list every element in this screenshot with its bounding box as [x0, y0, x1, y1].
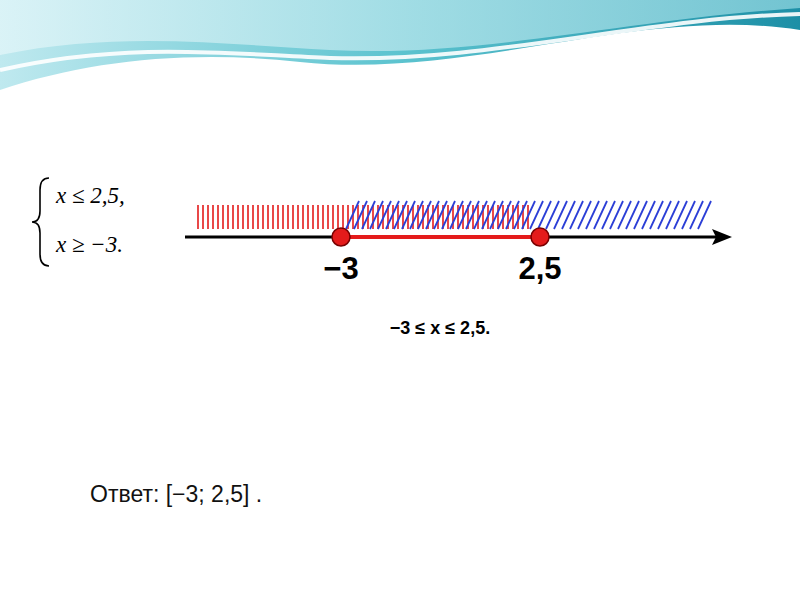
axis-arrowhead — [712, 229, 732, 245]
number-line-axis — [185, 236, 718, 239]
hatch-line — [327, 205, 329, 229]
hatch-line — [426, 201, 439, 229]
hatch-line — [252, 205, 254, 229]
hatch-line — [397, 205, 399, 229]
hatch-line — [277, 205, 279, 229]
hatch-line — [418, 201, 431, 229]
hatch-line — [634, 201, 647, 229]
hatch-line — [434, 201, 447, 229]
hatch-line — [378, 201, 391, 229]
hatch-line — [498, 201, 511, 229]
header-wave-light — [0, 0, 800, 55]
hatch-line — [450, 201, 463, 229]
hatch-line — [222, 205, 224, 229]
hatch-line — [610, 201, 623, 229]
hatch-line — [227, 205, 229, 229]
hatch-line — [554, 201, 567, 229]
solution-inequality: −3 ≤ x ≤ 2,5. — [390, 319, 490, 339]
hatch-line — [602, 201, 615, 229]
hatch-line — [386, 201, 399, 229]
hatch-line — [442, 201, 455, 229]
hatch-line — [506, 201, 519, 229]
hatch-line — [362, 201, 375, 229]
hatch-line — [332, 205, 334, 229]
system-brace — [32, 178, 49, 266]
hatch-line — [202, 205, 204, 229]
hatch-line — [322, 205, 324, 229]
axis-value: −3 — [323, 252, 358, 286]
hatch-line — [410, 201, 423, 229]
hatch-line — [546, 201, 559, 229]
hatch-line — [207, 205, 209, 229]
hatch-line — [674, 201, 687, 229]
hatch-line — [626, 201, 639, 229]
hatch-line — [618, 201, 631, 229]
hatch-line — [287, 205, 289, 229]
hatch-line — [530, 201, 543, 229]
hatch-line — [666, 201, 679, 229]
hatch-line — [357, 205, 359, 229]
hatch-line — [262, 205, 264, 229]
hatch-line — [242, 205, 244, 229]
hatch-line — [682, 201, 695, 229]
hatch-line — [312, 205, 314, 229]
hatch-line — [482, 201, 495, 229]
hatch-line — [237, 205, 239, 229]
hatch-line — [212, 205, 214, 229]
hatch-line — [402, 201, 415, 229]
hatch-line — [474, 201, 487, 229]
hatch-line — [594, 201, 607, 229]
hatch-line — [517, 205, 519, 229]
inequality: x ≥ −3. — [56, 232, 123, 257]
hatch-line — [307, 205, 309, 229]
header-wave-stripe — [0, 14, 800, 70]
hatch-line — [197, 205, 199, 229]
hatch-line — [317, 205, 319, 229]
hatch-line — [394, 201, 407, 229]
inequality: x ≤ 2,5, — [56, 183, 125, 208]
hatch-line — [642, 201, 655, 229]
hatch-line — [354, 201, 367, 229]
hatch-line — [232, 205, 234, 229]
closed-point — [531, 228, 549, 246]
hatch-line — [346, 201, 359, 229]
hatch-line — [217, 205, 219, 229]
hatch-line — [514, 201, 527, 229]
closed-point — [332, 228, 350, 246]
hatch-line — [570, 201, 583, 229]
hatch-line — [562, 201, 575, 229]
hatch-line — [257, 205, 259, 229]
hatch-line — [658, 201, 671, 229]
hatch-line — [458, 201, 471, 229]
hatch-line — [698, 201, 711, 229]
blue-hatching — [346, 201, 711, 229]
hatch-line — [267, 205, 269, 229]
hatch-line — [690, 201, 703, 229]
hatch-line — [477, 205, 479, 229]
hatch-line — [586, 201, 599, 229]
hatch-line — [370, 201, 383, 229]
hatch-line — [292, 205, 294, 229]
hatch-line — [272, 205, 274, 229]
solution-segment — [341, 235, 540, 239]
hatch-line — [247, 205, 249, 229]
axis-value: 2,5 — [518, 252, 561, 286]
hatch-line — [437, 205, 439, 229]
hatch-line — [538, 201, 551, 229]
hatch-line — [650, 201, 663, 229]
hatch-line — [342, 205, 344, 229]
hatch-line — [490, 201, 503, 229]
hatch-line — [522, 201, 535, 229]
hatch-line — [297, 205, 299, 229]
answer-text: Ответ: [−3; 2,5] . — [90, 482, 262, 507]
hatch-line — [466, 201, 479, 229]
hatch-line — [337, 205, 339, 229]
hatch-line — [302, 205, 304, 229]
hatch-line — [282, 205, 284, 229]
header-wave — [0, 0, 800, 90]
hatch-line — [578, 201, 591, 229]
